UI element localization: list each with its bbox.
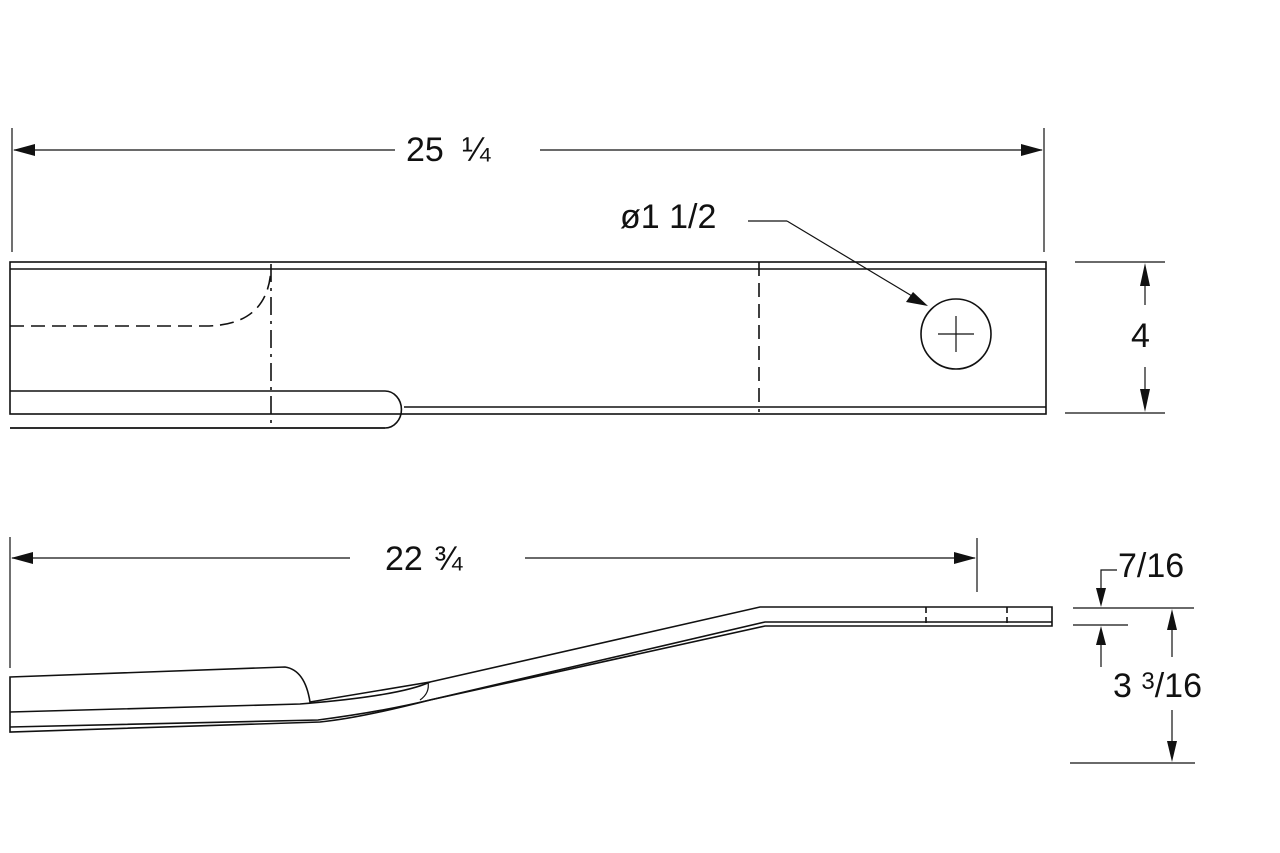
blade-side-profile <box>9 606 1053 733</box>
overall-length-label: 25 <box>406 131 444 169</box>
arrow-up-icon <box>1096 626 1106 645</box>
hole-diameter-label: ø1 1/2 <box>620 198 716 236</box>
hole-diameter-callout: ø1 1/2 <box>620 198 928 306</box>
side-length-label: 22 <box>385 540 423 578</box>
arrow-down-icon <box>1167 741 1177 762</box>
thickness-label: 7/16 <box>1118 547 1184 585</box>
width-label: 4 <box>1131 317 1150 355</box>
arrow-up-icon <box>1167 609 1177 630</box>
leader-arrow-icon <box>906 292 928 306</box>
side-view: 22 ¾ 7/16 3 3/1 <box>9 537 1202 764</box>
arrow-down-icon <box>1096 588 1106 607</box>
arrow-up-icon <box>1140 263 1150 286</box>
arrow-left-icon <box>11 552 33 564</box>
thickness-dimension: 7/16 <box>1073 547 1194 667</box>
top-view: 25 ¼ ø1 1/2 <box>9 128 1165 429</box>
arrow-right-icon <box>954 552 976 564</box>
arrow-right-icon <box>1021 144 1043 156</box>
mounting-hole <box>920 298 992 370</box>
offset-height-dimension: 3 3/16 <box>1070 609 1202 764</box>
overall-length-fraction: ¼ <box>462 131 491 169</box>
offset-height-label: 3 3/16 <box>1113 667 1202 705</box>
arrow-left-icon <box>13 144 35 156</box>
overall-length-dimension: 25 ¼ <box>11 128 1045 252</box>
arrow-down-icon <box>1140 389 1150 412</box>
blade-plan-outline <box>9 261 1047 429</box>
width-dimension: 4 <box>1065 261 1165 414</box>
side-length-dimension: 22 ¾ <box>9 537 978 668</box>
side-length-fraction: ¾ <box>434 540 463 578</box>
